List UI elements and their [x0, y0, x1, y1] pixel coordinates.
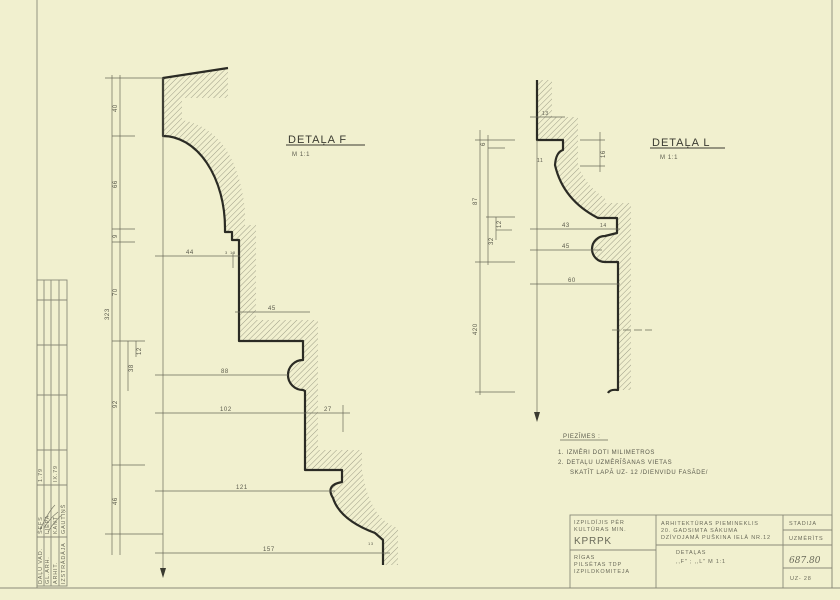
dim-f-40: 40	[113, 104, 119, 112]
dim-l-87: 87	[473, 197, 479, 205]
dim-f-157: 157	[263, 547, 275, 553]
dim-f-12: 12	[137, 347, 143, 355]
detail-f-label: DETAĻA F M 1:1	[286, 134, 365, 158]
sheet-title: DETAĻAS	[676, 550, 706, 556]
detail-l-dimensions: 6 87 12 32 420 16 13 11 43 14 45 60	[473, 111, 620, 422]
dim-l-13: 13	[542, 111, 549, 117]
org2-line1: RĪGAS	[574, 554, 595, 561]
detail-l-label: DETAĻA L M 1:1	[650, 137, 725, 161]
dim-l-11: 11	[537, 158, 543, 164]
sheet-subtitle: ,,F" ; ,,L" M 1:1	[676, 559, 726, 565]
detail-l-title: DETAĻA L	[652, 137, 711, 149]
project-number: 687.80	[789, 556, 821, 566]
label-3: KANT	[53, 516, 59, 534]
object-line1: ARHITEKTŪRAS PIEMINEKLIS	[661, 520, 759, 527]
role-1: DAĻU VAD.	[38, 548, 44, 584]
notes-line-3: SKATĪT LAPĀ UZ- 12 /DIENVIDU FASĀDE/	[570, 469, 708, 476]
date-1: 1.79	[38, 468, 44, 482]
dim-l-14: 14	[600, 223, 607, 229]
detail-l-profile	[535, 80, 652, 394]
label-2: LIEPA	[45, 515, 51, 534]
stage-label: STADIJA	[789, 521, 817, 527]
dim-f-102: 102	[220, 407, 232, 413]
dim-f-45: 45	[268, 306, 276, 312]
dim-l-60: 60	[568, 278, 576, 284]
detail-f-scale: M 1:1	[292, 152, 310, 158]
dim-f-323: 323	[105, 308, 111, 320]
axis-arrow-icon	[160, 568, 166, 578]
dim-l-6: 6	[481, 142, 487, 146]
dim-f-27: 27	[324, 407, 332, 413]
date-2: IX.79	[53, 465, 59, 482]
dim-f-3: 3	[225, 250, 228, 255]
notes: PIEZĪMES : 1. IZMĒRI DOTI MILIMETROS 2. …	[558, 433, 708, 476]
dim-f-38: 38	[129, 364, 135, 372]
dim-f-70: 70	[113, 288, 119, 296]
org1-line2: KULTŪRAS MIN.	[574, 526, 626, 533]
dim-f-121: 121	[236, 485, 248, 491]
stage-value: UZMĒRĪTS	[789, 535, 824, 542]
dim-l-45: 45	[562, 244, 570, 250]
org2-line3: IZPILDKOMITEJA	[574, 569, 630, 575]
org2-line2: PILSĒTAS TDP	[574, 561, 622, 568]
dim-f-13a: 13	[230, 250, 236, 255]
notes-line-2: 2. DETAĻU UZMĒRĪŠANAS VIETAS	[558, 459, 672, 466]
dim-f-66: 66	[113, 180, 119, 188]
dim-l-12: 12	[497, 220, 503, 228]
dim-l-32: 32	[489, 237, 495, 245]
dim-f-46: 46	[113, 497, 119, 505]
detail-f-title: DETAĻA F	[288, 134, 347, 146]
detail-f-dimensions: 40 66 9 70 92 46 323 38 12 44 3 13 45 88…	[105, 75, 390, 578]
role-3: ARHIT.	[53, 562, 59, 584]
object-line2: 20. GADSIMTA SĀKUMA	[661, 527, 738, 534]
dim-f-44: 44	[186, 250, 194, 256]
detail-l-scale: M 1:1	[660, 155, 678, 161]
role-2: GL.ARH.	[45, 556, 51, 584]
object-line3: DZĪVOJAMĀ PUŠKINA IELĀ NR.12	[661, 534, 771, 541]
axis-arrow-icon	[534, 412, 540, 422]
role-4: IZSTRĀDĀJA	[60, 542, 67, 584]
dim-l-420: 420	[473, 323, 479, 335]
dim-l-43: 43	[562, 223, 570, 229]
dim-f-92: 92	[113, 400, 119, 408]
sheet-number: UZ- 28	[790, 576, 812, 582]
org1-code: KPRPK	[574, 536, 612, 547]
signature	[39, 504, 63, 533]
title-block: IZPILDĪJIS PĒR KULTŪRAS MIN. KPRPK RĪGAS…	[569, 514, 833, 589]
dim-l-16: 16	[601, 150, 607, 158]
label-4: GAUTIŅŠ	[60, 504, 67, 534]
side-stamp: DAĻU VAD. GL.ARH. ARHIT. IZSTRĀDĀJA ŠEFS…	[36, 279, 68, 587]
dim-f-9: 9	[113, 234, 119, 238]
notes-heading: PIEZĪMES :	[563, 433, 600, 440]
label-1: ŠEFS	[37, 516, 44, 534]
org1-line1: IZPILDĪJIS PĒR	[574, 519, 625, 526]
dim-f-13b: 13	[368, 541, 374, 546]
notes-line-1: 1. IZMĒRI DOTI MILIMETROS	[558, 449, 655, 456]
dim-f-88: 88	[221, 369, 229, 375]
detail-f-profile	[161, 66, 398, 565]
